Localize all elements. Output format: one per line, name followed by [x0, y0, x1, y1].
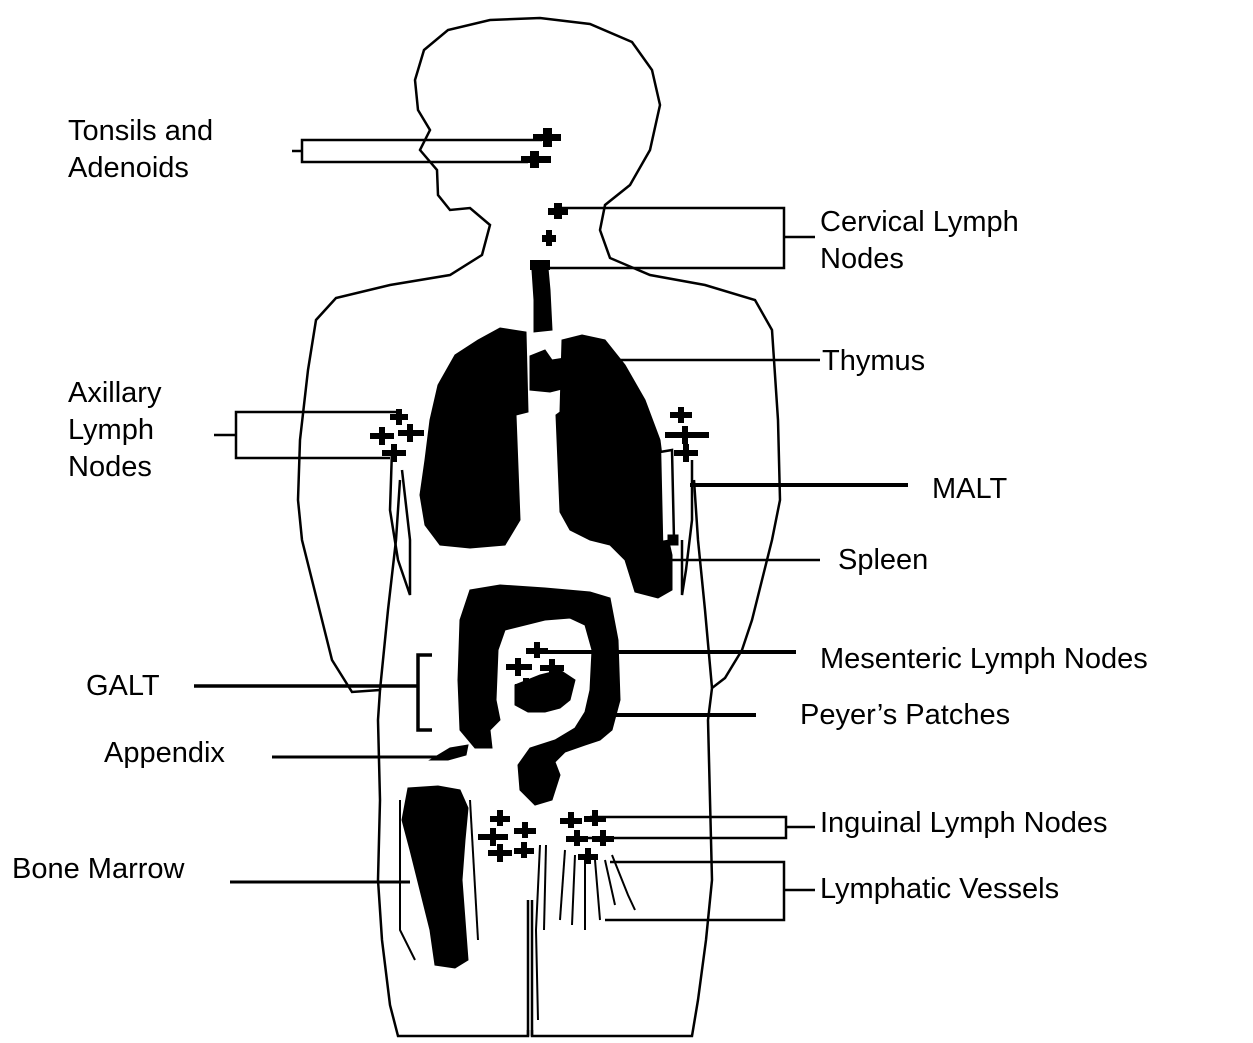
right-arm-inner-line — [694, 480, 712, 688]
label-axillary-line2: Lymph — [68, 414, 154, 446]
galt-bracket — [194, 655, 432, 730]
label-peyers: Peyer’s Patches — [800, 699, 1010, 731]
bone-marrow-femur — [402, 786, 468, 968]
label-bone-marrow: Bone Marrow — [12, 853, 186, 885]
label-axillary-line1: Axillary — [68, 377, 162, 409]
trachea — [532, 268, 552, 332]
malt-bar — [660, 450, 674, 542]
right-lung-and-spleen — [556, 335, 672, 598]
cervical-bracket — [548, 208, 815, 268]
label-cervical-line2: Nodes — [820, 243, 904, 275]
label-spleen: Spleen — [838, 544, 928, 576]
inguinal-bracket — [575, 817, 815, 838]
label-malt: MALT — [932, 473, 1007, 505]
label-mesenteric: Mesenteric Lymph Nodes — [820, 643, 1148, 675]
label-galt: GALT — [86, 670, 160, 702]
label-axillary-line3: Nodes — [68, 451, 152, 483]
label-thymus: Thymus — [822, 345, 925, 377]
label-inguinal: Inguinal Lymph Nodes — [820, 807, 1108, 839]
right-armpit-fold — [682, 460, 692, 595]
label-cervical-line1: Cervical Lymph — [820, 206, 1019, 238]
inguinal-nodes-left — [478, 810, 536, 862]
label-lymphatic-vessels: Lymphatic Vessels — [820, 873, 1059, 905]
spleen-marker — [668, 535, 678, 545]
left-lung — [420, 328, 528, 548]
thymus-organ — [530, 350, 566, 392]
axillary-nodes-left — [370, 409, 424, 462]
label-appendix: Appendix — [104, 737, 225, 769]
tonsils-bracket — [292, 140, 542, 162]
label-tonsils-line1: Tonsils and — [68, 115, 213, 147]
label-tonsils-line2: Adenoids — [68, 152, 189, 184]
cervical-nodes — [530, 203, 568, 270]
